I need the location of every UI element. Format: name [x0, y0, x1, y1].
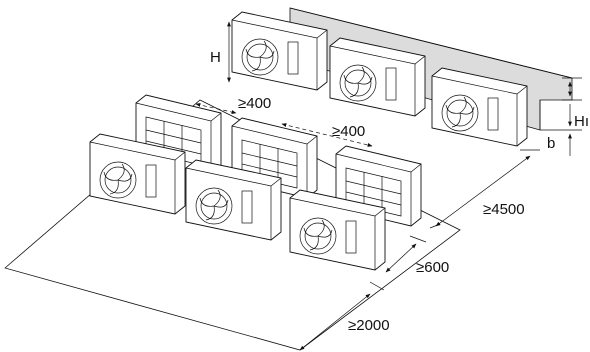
dimension-unit-spacing-1: ≥400 — [195, 95, 271, 114]
dimension-wall-offset: b — [540, 104, 582, 156]
outdoor-unit-front-2 — [185, 159, 282, 241]
outdoor-unit-back-2 — [329, 37, 426, 117]
spacing-label-1: ≥400 — [238, 95, 271, 112]
dimension-unit-height: H — [210, 21, 231, 83]
dimension-row-spacing: ≥4500 — [429, 149, 540, 229]
side-clearance-label: ≥600 — [416, 259, 449, 276]
dimension-unit-spacing-2: ≥400 — [281, 123, 373, 147]
front-clearance-label: ≥2000 — [348, 317, 390, 334]
dimension-front-clearance: ≥2000 — [299, 281, 390, 351]
dimension-wall-height: Hı — [562, 77, 589, 130]
unit-height-label: H — [210, 49, 221, 66]
outdoor-unit-front-3 — [289, 189, 386, 271]
spacing-label-2: ≥400 — [332, 123, 365, 140]
outdoor-unit-front-1 — [89, 133, 186, 215]
row-spacing-label: ≥4500 — [483, 201, 525, 218]
outdoor-unit-back-1 — [231, 11, 328, 91]
outdoor-unit-back-3 — [431, 67, 528, 147]
dimension-side-clearance: ≥600 — [385, 235, 449, 276]
wall-offset-label: b — [547, 135, 555, 152]
wall-height-label: Hı — [574, 113, 589, 130]
